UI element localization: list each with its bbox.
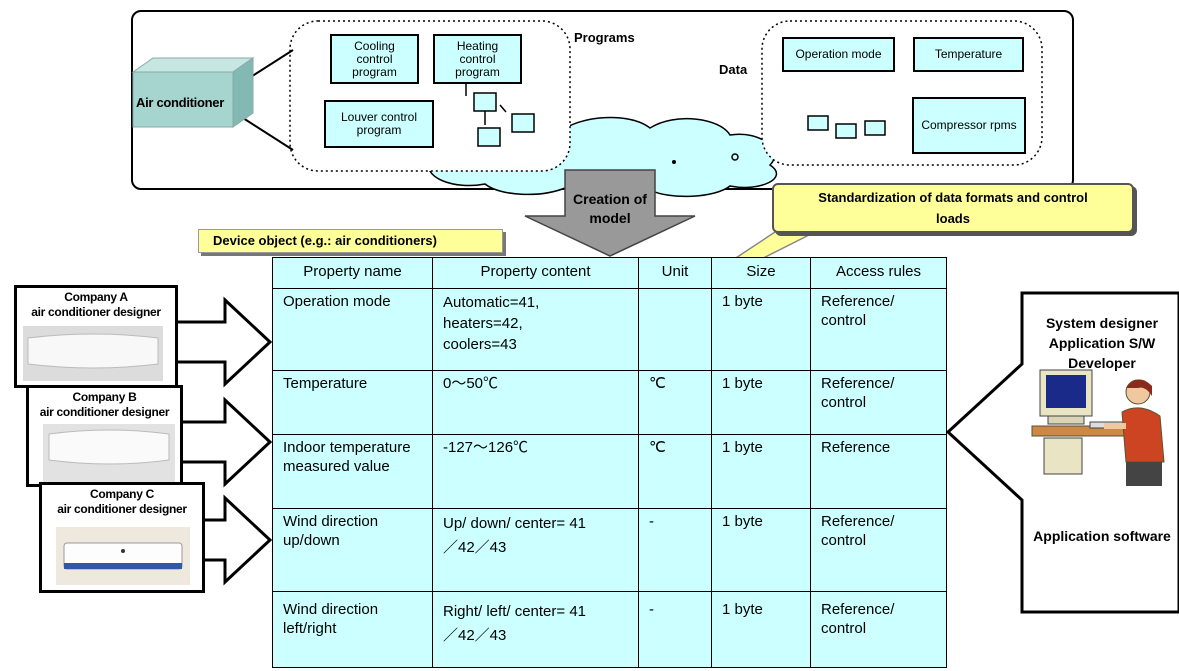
table-cell: Temperature	[272, 370, 433, 435]
air-conditioner-photo-a	[23, 326, 163, 381]
temperature-box: Temperature	[913, 37, 1024, 72]
company-a-arrow	[170, 296, 273, 388]
company-b-arrow	[176, 396, 273, 488]
table-row: Wind direction left/right Right/ left/ c…	[272, 591, 947, 668]
table-cell: 1 byte	[711, 591, 811, 668]
air-conditioner-photo-b	[43, 424, 175, 482]
device-object-label: Device object (e.g.: air conditioners)	[198, 229, 503, 253]
creation-of-model-label: Creation of model	[573, 191, 647, 226]
table-row: Temperature 0～50℃ ℃ 1 byte Reference/ co…	[272, 370, 947, 435]
table-cell: -127～126℃	[432, 434, 639, 509]
company-a-role: air conditioner designer	[31, 305, 161, 319]
table-cell: -	[638, 591, 712, 668]
table-cell: Reference/ control	[810, 370, 947, 435]
application-software-label: Application software	[1033, 528, 1171, 544]
table-cell: Automatic=41, heaters=42, coolers=43	[432, 288, 639, 371]
table-cell: 1 byte	[711, 370, 811, 435]
table-cell: Operation mode	[272, 288, 433, 371]
company-a-name: Company A	[64, 290, 128, 304]
system-designer-label: System designer Application S/W Develope…	[1045, 315, 1159, 371]
header-access-rules: Access rules	[810, 257, 947, 289]
louver-program-box: Louver control program	[324, 100, 434, 148]
compressor-box: Compressor rpms	[912, 97, 1026, 154]
cooling-program-box: Cooling control program	[330, 34, 419, 84]
data-label: Data	[719, 62, 748, 77]
table-cell: 1 byte	[711, 508, 811, 592]
header-property-content: Property content	[432, 257, 639, 289]
program-squares	[465, 84, 535, 147]
table-cell: ℃	[638, 434, 712, 509]
table-cell: 0～50℃	[432, 370, 639, 435]
company-c-title: Company C air conditioner designer	[42, 487, 202, 517]
company-c-role: air conditioner designer	[57, 502, 187, 516]
developer-illustration	[1031, 369, 1165, 486]
connector-line	[242, 117, 294, 151]
table-cell	[638, 288, 712, 371]
company-b-role: air conditioner designer	[39, 405, 170, 419]
table-cell: Wind direction up/down	[272, 508, 433, 592]
cloud-dot	[672, 160, 676, 164]
table-row: Wind direction up/down Up/ down/ center=…	[272, 508, 947, 592]
heating-program-box: Heating control program	[433, 34, 522, 84]
creation-of-model-arrow	[524, 169, 696, 257]
table-cell: Reference	[810, 434, 947, 509]
programs-label: Programs	[574, 30, 635, 45]
company-c-name: Company C	[90, 487, 154, 501]
company-b-name: Company B	[72, 390, 137, 404]
operation-mode-box: Operation mode	[782, 37, 895, 72]
standardization-callout: Standardization of data formats and cont…	[772, 183, 1134, 233]
air-conditioner-cube	[131, 57, 255, 128]
company-a-title: Company A air conditioner designer	[17, 290, 175, 320]
data-squares	[807, 115, 886, 139]
table-cell: -	[638, 508, 712, 592]
company-c-card: Company C air conditioner designer	[39, 482, 205, 593]
property-table: Property name Property content Unit Size…	[272, 257, 947, 668]
device-label: Air conditioner	[136, 95, 224, 110]
company-b-title: Company B air conditioner designer	[29, 390, 180, 420]
air-conditioner-photo-c	[56, 527, 190, 585]
cloud-bubble	[731, 153, 739, 161]
table-cell: Reference/ control	[810, 591, 947, 668]
table-row: Operation mode Automatic=41, heaters=42,…	[272, 288, 947, 371]
table-cell: Reference/ control	[810, 508, 947, 592]
